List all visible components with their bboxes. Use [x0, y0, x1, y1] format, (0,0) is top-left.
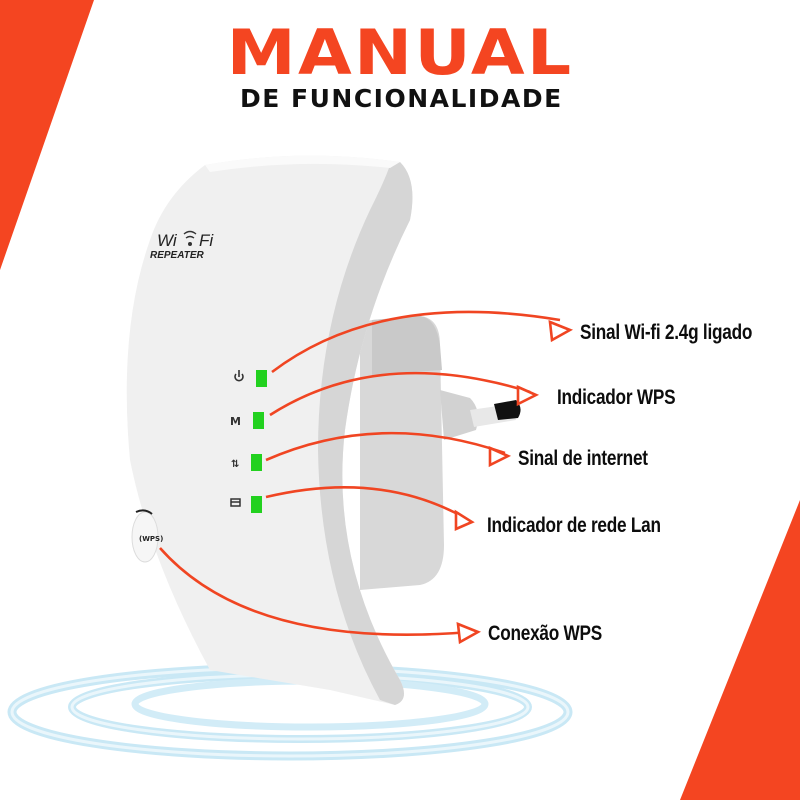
- arrow-lan: [265, 486, 466, 520]
- svg-text:M: M: [230, 415, 241, 428]
- repeater-device: [126, 155, 413, 705]
- arrow-wps-connection: [159, 547, 471, 636]
- callout-wifi-signal: Sinal Wi-fi 2.4g ligado: [580, 321, 753, 344]
- model-label: REPEATER: [150, 250, 204, 261]
- led-wps: [253, 412, 264, 429]
- power-icon: [234, 370, 244, 382]
- right-accent-band: [680, 500, 800, 800]
- callout-arrows: [159, 310, 561, 636]
- wps-button: (WPS): [131, 509, 163, 563]
- led-lan: [251, 496, 262, 513]
- left-accent-band: [0, 0, 94, 270]
- svg-text:⇅: ⇅: [231, 459, 239, 470]
- power-plug: [360, 316, 521, 590]
- callout-internet-signal: Sinal de internet: [518, 447, 648, 470]
- internet-arrows-icon: ⇅: [231, 459, 239, 470]
- led-internet: [251, 454, 262, 471]
- wifi-antenna-icon: M: [230, 415, 241, 428]
- arrow-wifi-signal: [271, 310, 561, 374]
- page-title: MANUAL: [226, 16, 574, 89]
- page-subtitle: DE FUNCIONALIDADE: [240, 84, 563, 113]
- wps-icon: (WPS): [139, 535, 163, 543]
- brand-fi: Fi: [199, 231, 214, 250]
- callout-wps-connection: Conexão WPS: [488, 622, 603, 645]
- wifi-logo-icon: [183, 230, 197, 246]
- arrowheads: [454, 319, 574, 645]
- callout-wps-indicator: Indicador WPS: [557, 386, 676, 409]
- arrow-wps-indicator: [269, 371, 531, 417]
- brand-wi: Wi: [157, 231, 177, 250]
- arrow-internet: [265, 431, 506, 462]
- callout-lan-indicator: Indicador de rede Lan: [487, 514, 661, 537]
- led-power: [256, 370, 267, 387]
- lan-port-icon: [230, 498, 241, 507]
